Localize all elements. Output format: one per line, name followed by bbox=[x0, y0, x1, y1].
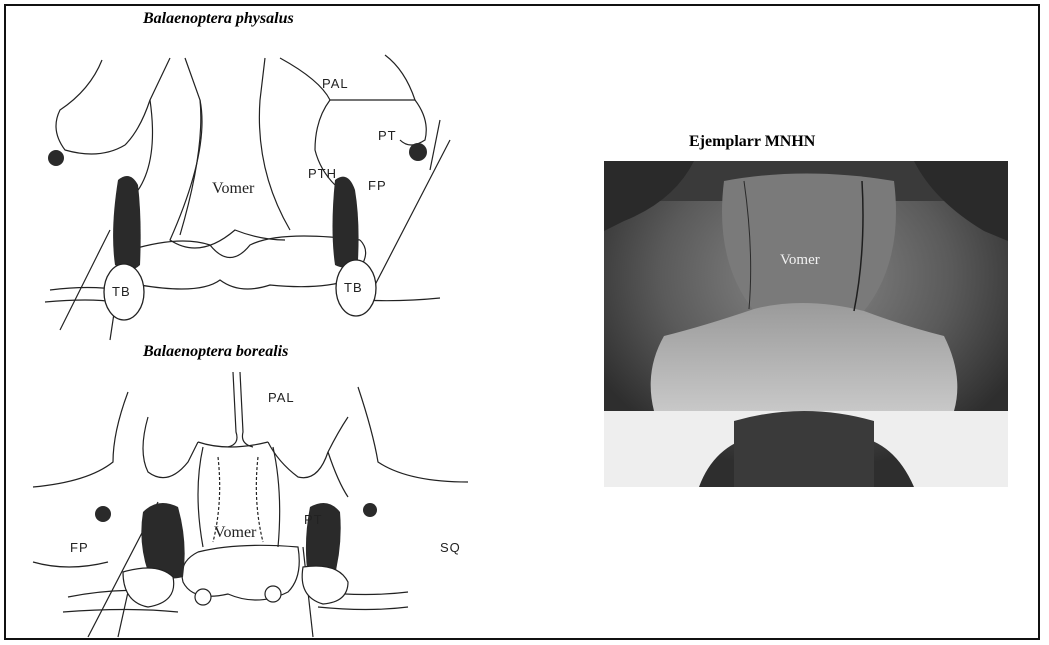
label-fp-bottom: FP bbox=[70, 540, 89, 555]
label-sq-bottom: SQ bbox=[440, 540, 461, 555]
label-vomer-top: Vomer bbox=[212, 180, 255, 197]
label-pt-bottom: PT bbox=[304, 512, 323, 527]
specimen-photo: Vomer bbox=[604, 161, 1008, 487]
top-diagram-title: Balaenoptera physalus bbox=[143, 10, 294, 28]
label-fp-top: FP bbox=[368, 178, 387, 193]
label-vomer-bottom: Vomer bbox=[214, 524, 257, 541]
physalus-skull-diagram: PAL PT PTH FP Vomer TB TB bbox=[30, 40, 450, 350]
label-vomer-photo: Vomer bbox=[780, 252, 820, 268]
label-pal-top: PAL bbox=[322, 76, 349, 91]
label-pt-top: PT bbox=[378, 128, 397, 143]
borealis-skull-diagram: PAL PT FP SQ Vomer bbox=[28, 372, 468, 637]
label-tb-right: TB bbox=[344, 280, 363, 295]
label-tb-left: TB bbox=[112, 284, 131, 299]
photo-title: Ejemplarr MNHN bbox=[689, 133, 815, 151]
label-pal-bottom: PAL bbox=[268, 390, 295, 405]
label-pth-top: PTH bbox=[308, 166, 337, 181]
